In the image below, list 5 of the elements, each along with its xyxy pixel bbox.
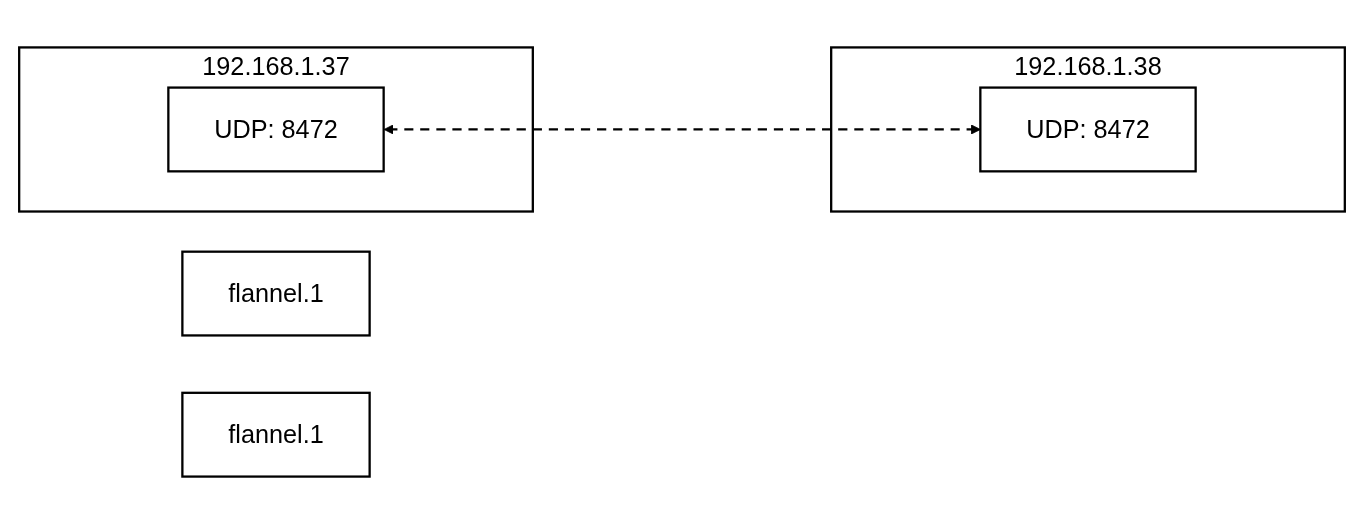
node-box: flannel.1 (181, 250, 371, 337)
node-box: UDP: 8472 (979, 86, 1197, 173)
arrow (383, 124, 981, 135)
node-box: UDP: 8472 (167, 86, 385, 173)
node-box: flannel.1 (181, 391, 371, 478)
